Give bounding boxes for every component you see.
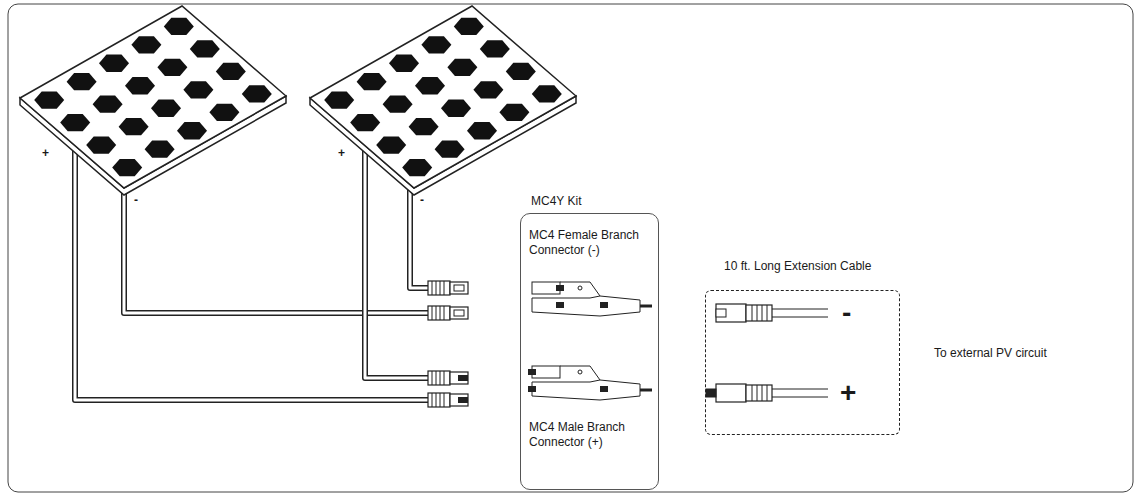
box-heading: 10 ft. Long Extension Cable: [724, 259, 871, 274]
polarity-sign: +: [338, 146, 345, 161]
extension-connector: [706, 384, 828, 402]
polarity-sign: +: [42, 146, 49, 161]
cable-box: 10 ft. Long Extension Cable-+: [705, 290, 900, 435]
polarity-sign: -: [134, 193, 138, 208]
polarity-sign: -: [842, 299, 851, 327]
mc4-female-connector: [428, 281, 468, 295]
mc4-male-connector: [428, 393, 468, 407]
panel-cable: [124, 185, 428, 313]
female-branch-connector: [532, 282, 652, 316]
mc4-male-connector: [428, 371, 468, 385]
solar-panel: [20, 6, 286, 195]
part-name: MC4 Male Branch Connector (+): [529, 420, 653, 450]
mc4-female-connector: [428, 306, 468, 320]
panel-cable: [410, 185, 428, 288]
part-name: MC4 Female Branch Connector (-): [529, 228, 653, 258]
extension-connector: [716, 304, 828, 322]
polarity-sign: -: [420, 193, 424, 208]
note: To external PV circuit: [934, 346, 1047, 361]
frame: [8, 4, 1133, 492]
male-branch-connector: [528, 366, 652, 400]
solar-panel: [310, 6, 576, 195]
kit-box: MC4Y KitMC4 Female Branch Connector (-)M…: [520, 213, 659, 490]
box-heading: MC4Y Kit: [531, 194, 581, 209]
polarity-sign: +: [840, 379, 856, 407]
